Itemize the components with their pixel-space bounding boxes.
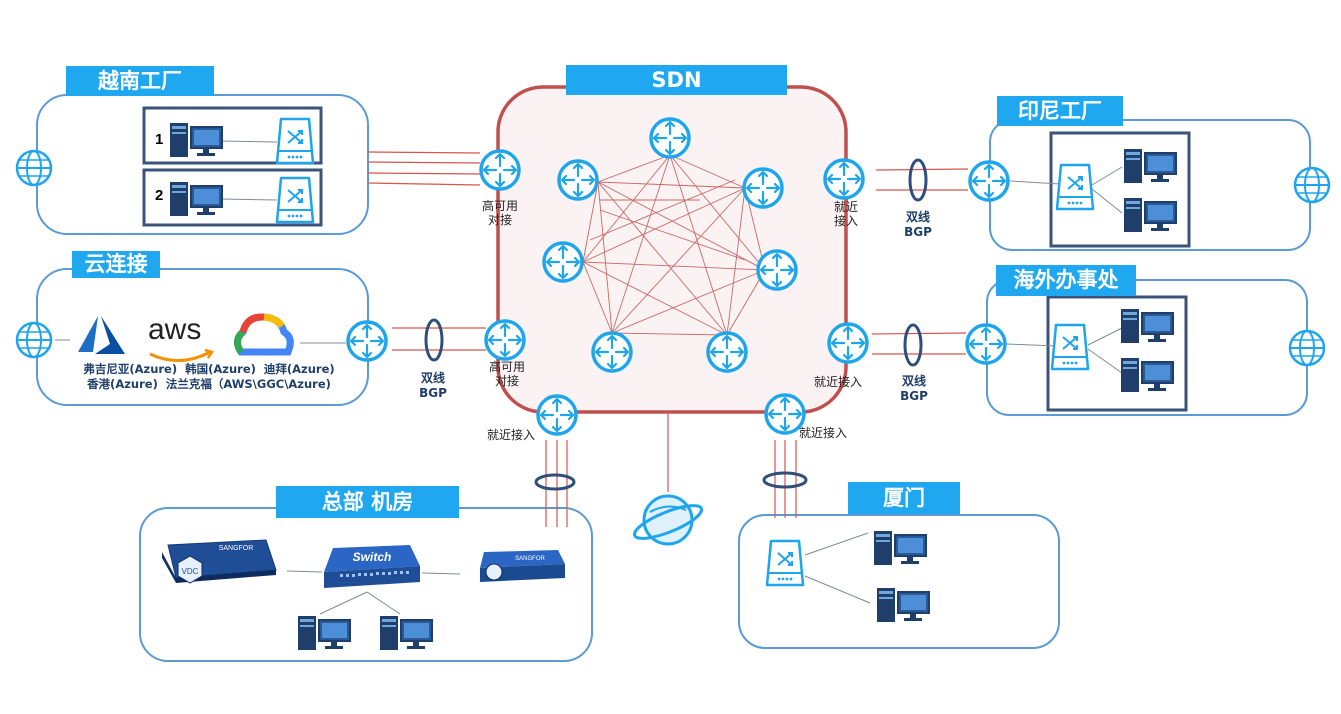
label-dual-bgp-office: 双线 BGP: [900, 374, 928, 403]
label-dual-bgp-indonesia: 双线 BGP: [904, 210, 932, 239]
vietnam-line-2: 2: [155, 187, 164, 204]
label-nearby-access-indonesia: 就近 接入: [833, 200, 858, 228]
label-nearby-access-hq: 就近接入: [486, 428, 535, 442]
bgp-rings: [424, 158, 928, 491]
sangfor-vdc-device: VDC SANGFOR: [162, 539, 277, 584]
label-nearby-access-office: 就近接入: [813, 375, 862, 389]
internet-planet-icon: [632, 494, 704, 546]
grey-links: [55, 140, 1123, 615]
section-tag-overseas-office: 海外办事处: [996, 265, 1136, 296]
sangfor-firewall-device: SANGFOR: [480, 550, 565, 582]
section-tag-xiamen: 厦门: [848, 482, 960, 514]
section-tag-hq: 总部 机房: [276, 486, 459, 518]
vietnam-line-1: 1: [155, 131, 164, 148]
label-nearby-access-xiamen: 就近接入: [798, 426, 847, 440]
section-tag-cloud: 云连接: [72, 251, 160, 278]
svg-text:SANGFOR: SANGFOR: [219, 545, 254, 552]
red-links: [367, 151, 969, 527]
label-ha-access-cloud: 高可用 对接: [488, 360, 525, 388]
svg-text:SANGFOR: SANGFOR: [515, 556, 545, 562]
azure-logo: [78, 316, 125, 354]
core-switch-device: Switch: [324, 545, 420, 588]
aws-logo-text: aws: [148, 313, 202, 346]
aws-logo: [149, 348, 214, 363]
cloud-regions-line-2: 香港(Azure) 法兰克福（AWS\GGC\Azure): [87, 377, 331, 391]
sdn-mesh: [582, 154, 766, 336]
section-tag-vietnam: 越南工厂: [66, 66, 214, 96]
google-cloud-logo: [234, 313, 294, 356]
section-tag-sdn: SDN: [566, 65, 787, 95]
svg-text:Switch: Switch: [353, 550, 392, 564]
cloud-regions-line-1: 弗吉尼亚(Azure) 韩国(Azure) 迪拜(Azure): [83, 362, 335, 376]
label-ha-access-vietnam: 高可用 对接: [481, 199, 518, 227]
label-dual-bgp-cloud: 双线 BGP: [419, 371, 447, 400]
section-tag-indonesia: 印尼工厂: [997, 96, 1123, 126]
svg-text:VDC: VDC: [182, 567, 199, 576]
